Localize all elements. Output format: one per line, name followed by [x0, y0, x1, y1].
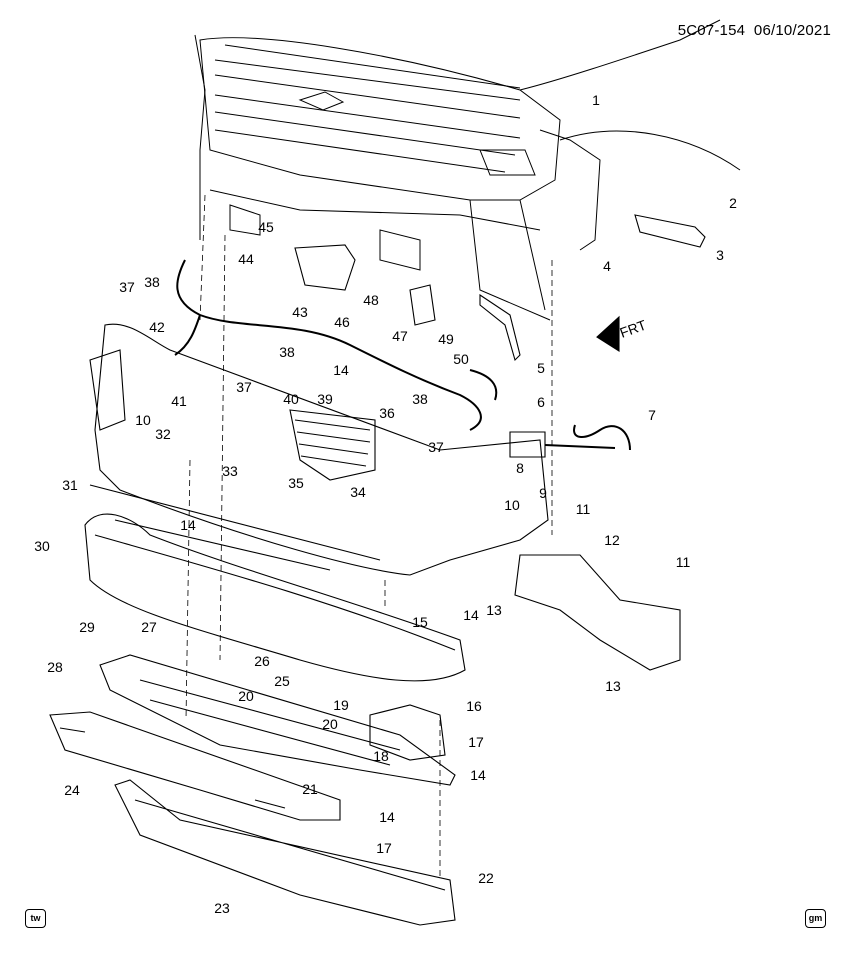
callout-13: 13 — [486, 602, 502, 618]
callout-19: 19 — [333, 697, 349, 713]
callout-28: 28 — [47, 659, 63, 675]
callout-50: 50 — [453, 351, 469, 367]
bumper-upper — [94, 323, 549, 576]
corner-mark-tw: tw — [25, 909, 46, 928]
callout-47: 47 — [392, 328, 408, 344]
callout-11: 11 — [676, 554, 691, 570]
diagram-header: 5C07-154 06/10/2021 — [678, 22, 831, 39]
callout-34: 34 — [350, 484, 366, 500]
wiring-harness — [176, 259, 482, 431]
callout-15: 15 — [412, 614, 428, 630]
callout-33: 33 — [222, 463, 238, 479]
callout-2: 2 — [729, 195, 737, 211]
chevron-emblem — [298, 91, 345, 111]
callout-14: 14 — [333, 362, 349, 378]
leader-lines — [185, 194, 553, 880]
callout-20: 20 — [322, 716, 338, 732]
callout-35: 35 — [288, 475, 304, 491]
callout-37: 37 — [119, 279, 135, 295]
front-direction-label: FRT — [618, 316, 649, 340]
callout-10: 10 — [135, 412, 151, 428]
callout-17: 17 — [468, 734, 484, 750]
callout-3: 3 — [716, 247, 724, 263]
callout-21: 21 — [302, 781, 318, 797]
callout-25: 25 — [274, 673, 290, 689]
callout-41: 41 — [171, 393, 187, 409]
bracket-part-5 — [479, 293, 521, 362]
callout-27: 27 — [141, 619, 157, 635]
callout-13: 13 — [605, 678, 621, 694]
callout-4: 4 — [603, 258, 611, 274]
callout-46: 46 — [334, 314, 350, 330]
callout-43: 43 — [292, 304, 308, 320]
lower-grille — [99, 654, 456, 786]
callout-23: 23 — [214, 900, 230, 916]
callout-38: 38 — [412, 391, 428, 407]
harness-part-7 — [544, 424, 631, 451]
callout-31: 31 — [62, 477, 78, 493]
callout-32: 32 — [155, 426, 171, 442]
callout-12: 12 — [604, 532, 620, 548]
bracket-part-46 — [294, 244, 356, 291]
callout-26: 26 — [254, 653, 270, 669]
callout-40: 40 — [283, 391, 299, 407]
air-deflector — [49, 711, 341, 821]
callout-22: 22 — [478, 870, 494, 886]
callout-14: 14 — [379, 809, 395, 825]
callout-17: 17 — [376, 840, 392, 856]
callout-6: 6 — [537, 394, 545, 410]
bracket-part-3 — [634, 214, 706, 248]
callout-38: 38 — [279, 344, 295, 360]
bracket-part-12 — [514, 554, 681, 671]
fog-lamp — [369, 704, 446, 761]
front-direction-arrow — [596, 315, 620, 353]
bracket-part-48 — [409, 284, 436, 326]
callout-37: 37 — [236, 379, 252, 395]
callout-16: 16 — [466, 698, 482, 714]
callout-20: 20 — [238, 688, 254, 704]
callout-10: 10 — [504, 497, 520, 513]
callout-11: 11 — [576, 501, 591, 517]
callout-1: 1 — [592, 92, 600, 108]
callout-45: 45 — [258, 219, 274, 235]
callout-36: 36 — [379, 405, 395, 421]
callout-49: 49 — [438, 331, 454, 347]
callout-18: 18 — [373, 748, 389, 764]
truck-front-assembly — [194, 19, 741, 321]
diagram-code: 5C07-154 — [677, 22, 746, 39]
callout-24: 24 — [64, 782, 80, 798]
diagram-date: 06/10/2021 — [753, 22, 831, 39]
callout-42: 42 — [149, 319, 165, 335]
skid-plate — [114, 779, 456, 926]
callout-37: 37 — [428, 439, 444, 455]
callout-14: 14 — [180, 517, 196, 533]
callout-14: 14 — [470, 767, 486, 783]
bumper-face-bar — [84, 513, 466, 682]
callout-9: 9 — [539, 485, 547, 501]
callout-14: 14 — [463, 607, 479, 623]
gm-logo-icon: gm — [805, 909, 826, 928]
callout-30: 30 — [34, 538, 50, 554]
callout-48: 48 — [363, 292, 379, 308]
callout-29: 29 — [79, 619, 95, 635]
callout-39: 39 — [317, 391, 333, 407]
callout-8: 8 — [516, 460, 524, 476]
grille-insert-35 — [289, 409, 376, 481]
radar-module — [509, 431, 546, 458]
callout-7: 7 — [648, 407, 656, 423]
callout-44: 44 — [238, 251, 254, 267]
callout-5: 5 — [537, 360, 545, 376]
callout-38: 38 — [144, 274, 160, 290]
